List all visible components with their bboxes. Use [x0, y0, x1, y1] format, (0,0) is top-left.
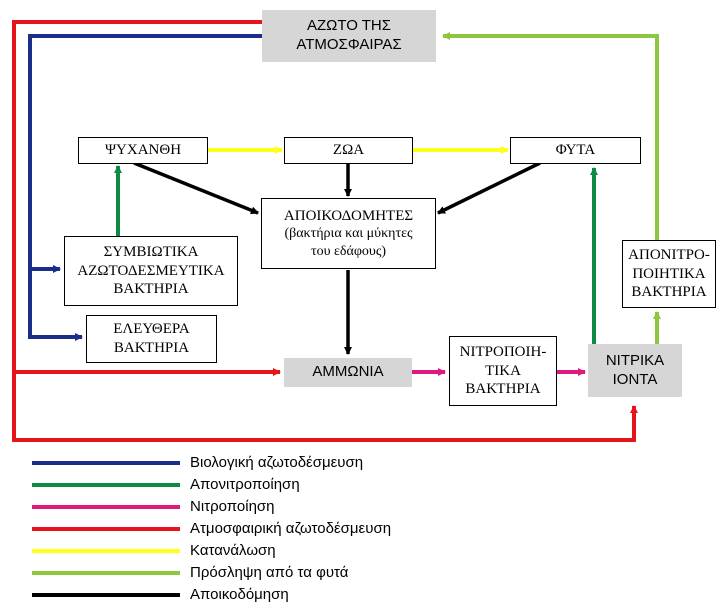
ammonia-node: ΑΜΜΩΝΙΑ	[284, 358, 412, 387]
atmospheric-fixation-arrow-to-ammonia	[12, 20, 281, 376]
atmospheric-nitrogen-node: ΑΖΩΤΟ ΤΗΣ ΑΤΜΟΣΦΑΙΡΑΣ	[262, 10, 436, 62]
legend-label-plant-uptake: Πρόσληψη από τα φυτά	[190, 564, 349, 581]
plants-label: ΦΥΤΑ	[555, 142, 596, 159]
legend-label-atmospheric-fixation: Ατμοσφαιρική αζωτοδέσμευση	[190, 520, 392, 537]
lichens-label: ΨΥΧΑΝΘΗ	[104, 142, 182, 159]
legend-label-consumption: Κατανάλωση	[190, 542, 276, 559]
nitrifying-bacteria-node: ΝΙΤΡΟΠΟΙΗ- ΤΙΚΑ ΒΑΚΤΗΡΙΑ	[449, 336, 557, 406]
decomposition-arrow-from-lichens	[133, 161, 259, 215]
decomposers-line1: ΑΠΟΙΚΟΔΟΜΗΤΕΣ	[283, 207, 414, 224]
nitrifying-line1: ΝΙΤΡΟΠΟΙΗ-	[459, 343, 547, 360]
denitrifying-line1: ΑΠΟΝΙΤΡΟ-	[628, 246, 710, 263]
plant-uptake-arrow-to-atmosphere	[442, 32, 659, 240]
nitrate-line2: ΙΟΝΤΑ	[612, 370, 658, 388]
nitrate-ions-node: ΝΙΤΡΙΚΑ ΙΟΝΤΑ	[588, 344, 682, 397]
atmospheric-fixation-arrow-to-nitrate	[12, 372, 638, 442]
nitrate-line1: ΝΙΤΡΙΚΑ	[605, 351, 665, 369]
legend-label-denitrification: Απονιτροποίηση	[190, 476, 300, 493]
ammonia-label: ΑΜΜΩΝΙΑ	[312, 363, 384, 381]
symbiotic-line3: ΒΑΚΤΗΡΙΑ	[113, 281, 189, 298]
decomposers-line2: (βακτήρια και μύκητες	[284, 226, 413, 242]
free-bacteria-line2: ΒΑΚΤΗΡΙΑ	[113, 340, 190, 356]
free-bacteria-line1: ΕΛΕΥΘΕΡΑ	[113, 321, 190, 338]
decomposers-line3: του εδάφους)	[310, 243, 387, 259]
symbiotic-line2: ΑΖΩΤΟΔΕΣΜΕΥΤΙΚΑ	[77, 262, 225, 279]
denitrifying-line3: ΒΑΚΤΗΡΙΑ	[631, 284, 707, 301]
symbiotic-line1: ΣΥΜΒΙΩΤΙΚΑ	[103, 243, 199, 260]
legend-label-biological-fixation: Βιολογική αζωτοδέσμευση	[190, 454, 364, 471]
plants-node: ΦΥΤΑ	[510, 137, 641, 164]
legend-label-nitrification: Νιτροποίηση	[190, 498, 275, 515]
animals-label: ΖΩΑ	[332, 142, 365, 159]
denitrifying-line2: ΠΟΙΗΤΙΚΑ	[632, 265, 706, 282]
nitrifying-line2: ΤΙΚΑ	[485, 362, 521, 379]
decomposers-node: ΑΠΟΙΚΟΔΟΜΗΤΕΣ (βακτήρια και μύκητες του …	[261, 198, 436, 269]
lichens-node: ΨΥΧΑΝΘΗ	[78, 137, 208, 164]
atmospheric-nitrogen-line1: ΑΖΩΤΟ ΤΗΣ	[306, 17, 392, 35]
free-bacteria-node: ΕΛΕΥΘΕΡΑ ΒΑΚΤΗΡΙΑ	[86, 315, 217, 363]
atmospheric-nitrogen-line2: ΑΤΜΟΣΦΑΙΡΑΣ	[296, 36, 402, 53]
denitrifying-bacteria-node: ΑΠΟΝΙΤΡΟ- ΠΟΙΗΤΙΚΑ ΒΑΚΤΗΡΙΑ	[622, 240, 716, 308]
legend-label-decomposition: Αποικοδόμηση	[190, 586, 289, 603]
symbiotic-bacteria-node: ΣΥΜΒΙΩΤΙΚΑ ΑΖΩΤΟΔΕΣΜΕΥΤΙΚΑ ΒΑΚΤΗΡΙΑ	[64, 236, 238, 306]
nitrifying-line3: ΒΑΚΤΗΡΙΑ	[465, 381, 541, 398]
decomposition-arrow-from-plants	[437, 161, 541, 215]
biological-fixation-arrow-to-free	[28, 269, 83, 341]
biological-fixation-arrow-to-symbiotic	[28, 34, 262, 273]
animals-node: ΖΩΑ	[284, 137, 413, 164]
